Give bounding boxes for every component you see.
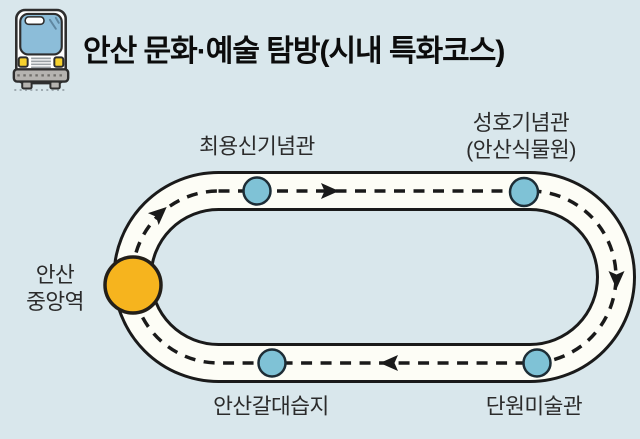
stop-label-line: (안산식물원) [466,138,576,162]
stop-marker-ansan-reed-wetland [257,348,287,378]
bus-grille [31,57,51,69]
bus-destination-sign [24,16,45,26]
stop-marker-seongho-memorial [508,176,540,208]
direction-arrow-icon [321,183,339,199]
direction-arrows [147,183,625,371]
bus-headlight-right [53,56,65,68]
bus-headlight-left [17,56,29,68]
direction-arrow-icon [608,271,625,289]
stop-marker-choi-yongshin-memorial [242,176,272,206]
stop-label-danwon-art-museum: 단원미술관 [485,394,583,419]
hub-marker-ansan-jungang-station [103,255,163,315]
stop-label-seongho-memorial: 성호기념관 (안산식물원) [466,110,576,164]
bus-wheel-right [49,80,61,90]
stop-label-choi-yongshin-memorial: 최용신기념관 [199,134,315,159]
direction-arrow-icon [380,355,398,371]
bus-wheel-left [21,80,33,90]
stop-label-line: 성호기념관 [472,111,570,135]
stop-label-ansan-reed-wetland: 안산갈대습지 [213,394,329,419]
bus-bumper [12,68,70,83]
route-track-outline [112,171,636,383]
hub-label-line: 중앙역 [26,290,84,314]
bus-icon [12,8,70,91]
windshield-reflection [48,16,60,30]
page-title: 안산 문화·예술 탐방(시내 특화코스) [83,35,505,68]
stop-marker-danwon-art-museum [522,348,552,378]
hub-label-line: 안산 [35,263,75,287]
hub-label-ansan-jungang-station: 안산 중앙역 [26,262,84,316]
route-dashed-line [130,189,618,365]
route-track-road [115,174,633,380]
direction-arrow-icon [147,206,167,225]
